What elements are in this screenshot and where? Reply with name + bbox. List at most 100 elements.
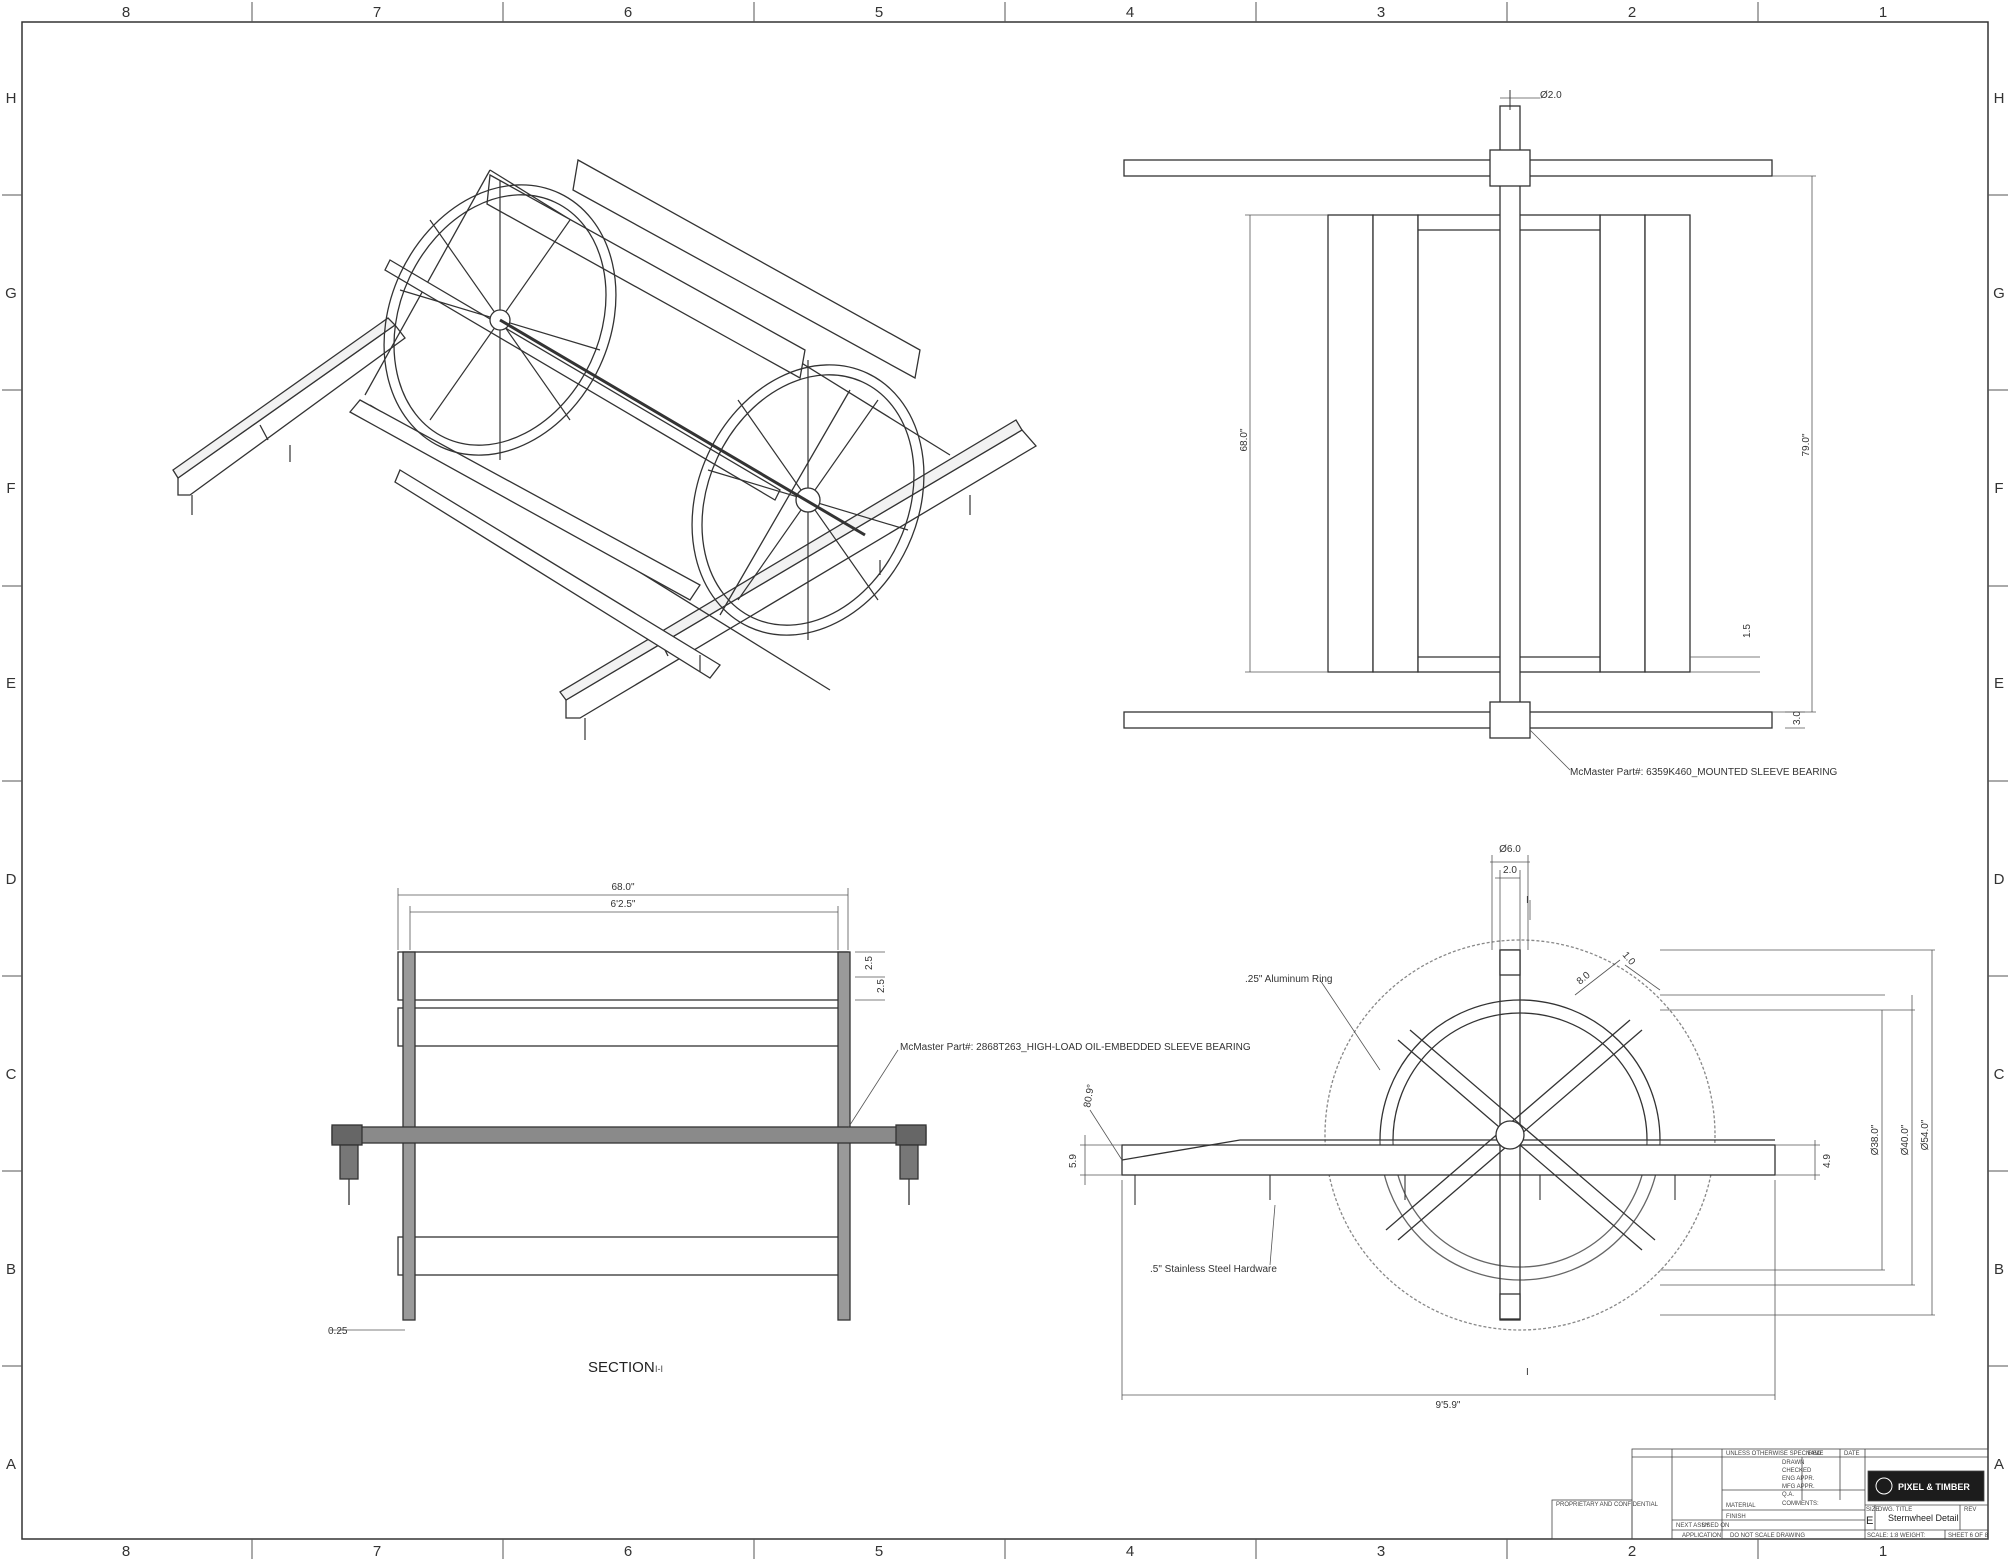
side-section-mark-top: I xyxy=(1526,895,1529,906)
tb-comments: COMMENTS: xyxy=(1782,1501,1819,1507)
zone-row-right: G xyxy=(1993,285,2005,302)
tb-finish: FINISH xyxy=(1726,1514,1746,1520)
zone-row-right: F xyxy=(1994,480,2003,497)
section-dims xyxy=(330,888,899,1331)
axle-top xyxy=(1499,105,1521,727)
zone-col-bottom: 4 xyxy=(1126,1543,1134,1560)
section-offset-label: 0.25 xyxy=(328,1326,348,1337)
tb-company: PIXEL & TIMBER xyxy=(1898,1482,1970,1492)
iso-wheel-left xyxy=(383,184,617,456)
title-block xyxy=(1551,1448,1989,1540)
side-beam xyxy=(1121,1144,1776,1176)
iso-wheel-right xyxy=(691,364,925,636)
zone-row-left: F xyxy=(6,480,15,497)
side-dia-a: Ø38.0" xyxy=(1870,1124,1881,1155)
section-axle xyxy=(331,1126,927,1144)
company-logo-icon xyxy=(1875,1477,1893,1495)
top-view xyxy=(1123,90,1773,739)
side-dia-c: Ø54.0" xyxy=(1920,1119,1931,1150)
tb-eng-appr: ENG APPR. xyxy=(1782,1476,1815,1482)
section-upper-paddle xyxy=(397,1007,849,1047)
zone-row-left: C xyxy=(6,1066,17,1083)
zone-row-left: H xyxy=(6,90,17,107)
top-rail-lower xyxy=(1123,711,1773,729)
zone-col-bottom: 8 xyxy=(122,1543,130,1560)
zone-col-top: 2 xyxy=(1628,4,1636,21)
side-dims xyxy=(1080,855,1935,1400)
iso-axle xyxy=(499,318,866,537)
paddle-right-outer xyxy=(1644,214,1691,673)
section-view xyxy=(331,951,927,1321)
zone-row-right: E xyxy=(1994,675,2004,692)
top-rail-upper xyxy=(1123,159,1773,177)
tb-mfg-appr: MFG APPR. xyxy=(1782,1484,1815,1490)
zone-row-left: G xyxy=(5,285,17,302)
section-lower-paddle xyxy=(397,1236,849,1276)
side-hardware-label: .5" Stainless Steel Hardware xyxy=(1150,1264,1277,1275)
zone-row-right: H xyxy=(1994,90,2005,107)
side-section-mark-bottom: I xyxy=(1526,1367,1529,1378)
tb-qa: Q.A. xyxy=(1782,1492,1794,1498)
tb-application: APPLICATION xyxy=(1682,1533,1721,1539)
company-logo-box xyxy=(1867,1470,1985,1502)
iso-paddle-bottom xyxy=(348,399,701,601)
side-dia-b: Ø40.0" xyxy=(1900,1124,1911,1155)
tb-date-col: DATE xyxy=(1844,1451,1860,1457)
side-height-left: 5.9 xyxy=(1068,1154,1079,1168)
zone-col-top: 3 xyxy=(1377,4,1385,21)
side-view xyxy=(1121,939,1776,1331)
zone-col-bottom: 6 xyxy=(624,1543,632,1560)
iso-paddle-mid xyxy=(384,259,781,501)
tb-scale: SCALE: 1:8 xyxy=(1867,1533,1899,1539)
top-width-label: 68.0" xyxy=(1239,428,1250,451)
top-callout: McMaster Part#: 6359K460_MOUNTED SLEEVE … xyxy=(1570,767,1838,778)
tb-size: E xyxy=(1866,1515,1873,1527)
side-ring-label: .25" Aluminum Ring xyxy=(1245,974,1332,985)
section-title: SECTION xyxy=(588,1359,655,1376)
tb-next-assy: NEXT ASSY xyxy=(1676,1523,1709,1529)
section-overall-label: 68.0" xyxy=(611,882,634,893)
zone-col-bottom: 2 xyxy=(1628,1543,1636,1560)
zone-col-top: 1 xyxy=(1879,4,1887,21)
top-length-label: 79.0" xyxy=(1801,433,1812,456)
tb-size-label: SIZE xyxy=(1866,1507,1879,1513)
zone-col-top: 8 xyxy=(122,4,130,21)
tb-checked: CHECKED xyxy=(1782,1468,1812,1474)
zone-col-bottom: 5 xyxy=(875,1543,883,1560)
side-dim-top: 2.0 xyxy=(1503,865,1517,876)
tb-weight: WEIGHT: xyxy=(1900,1533,1925,1539)
zone-row-right: D xyxy=(1994,871,2005,888)
tb-dwg-title-label: DWG. TITLE xyxy=(1878,1507,1912,1513)
paddle-right-inner xyxy=(1599,214,1646,673)
side-dia-top: Ø6.0 xyxy=(1499,844,1521,855)
zone-col-top: 4 xyxy=(1126,4,1134,21)
section-title-suffix: I-I xyxy=(655,1364,663,1374)
tb-proprietary: PROPRIETARY AND CONFIDENTIAL xyxy=(1556,1502,1659,1508)
side-paddle-dim: 8.0 xyxy=(1575,970,1593,988)
zone-row-right: C xyxy=(1994,1066,2005,1083)
top-view-dims xyxy=(1245,97,1816,771)
zone-col-top: 5 xyxy=(875,4,883,21)
side-paddle-thick: 1.0 xyxy=(1620,950,1638,968)
top-dim-end: 3.0 xyxy=(1792,711,1803,725)
zone-col-bottom: 7 xyxy=(373,1543,381,1560)
tb-material: MATERIAL xyxy=(1726,1503,1756,1509)
tb-rev-label: REV xyxy=(1964,1507,1976,1513)
tb-sheet: SHEET 6 OF 8 xyxy=(1948,1533,1989,1539)
tb-used-on: USED ON xyxy=(1702,1523,1729,1529)
side-angle-label: 80.9° xyxy=(1082,1083,1097,1108)
side-overall-label: 9'5.9" xyxy=(1436,1400,1461,1411)
zone-col-top: 7 xyxy=(373,4,381,21)
side-height-right: 4.9 xyxy=(1822,1154,1833,1168)
top-dim-small: 1.5 xyxy=(1742,624,1753,638)
section-inner-label: 6'2.5" xyxy=(611,899,636,910)
section-dim-a: 2.5 xyxy=(864,956,875,970)
zone-col-bottom: 1 xyxy=(1879,1543,1887,1560)
top-dia-label: Ø2.0 xyxy=(1540,90,1562,101)
zone-row-left: B xyxy=(6,1261,16,1278)
zone-col-bottom: 3 xyxy=(1377,1543,1385,1560)
tb-name-col: NAME xyxy=(1806,1451,1823,1457)
tb-drawn: DRAWN xyxy=(1782,1460,1804,1466)
zone-row-right: A xyxy=(1994,1456,2004,1473)
